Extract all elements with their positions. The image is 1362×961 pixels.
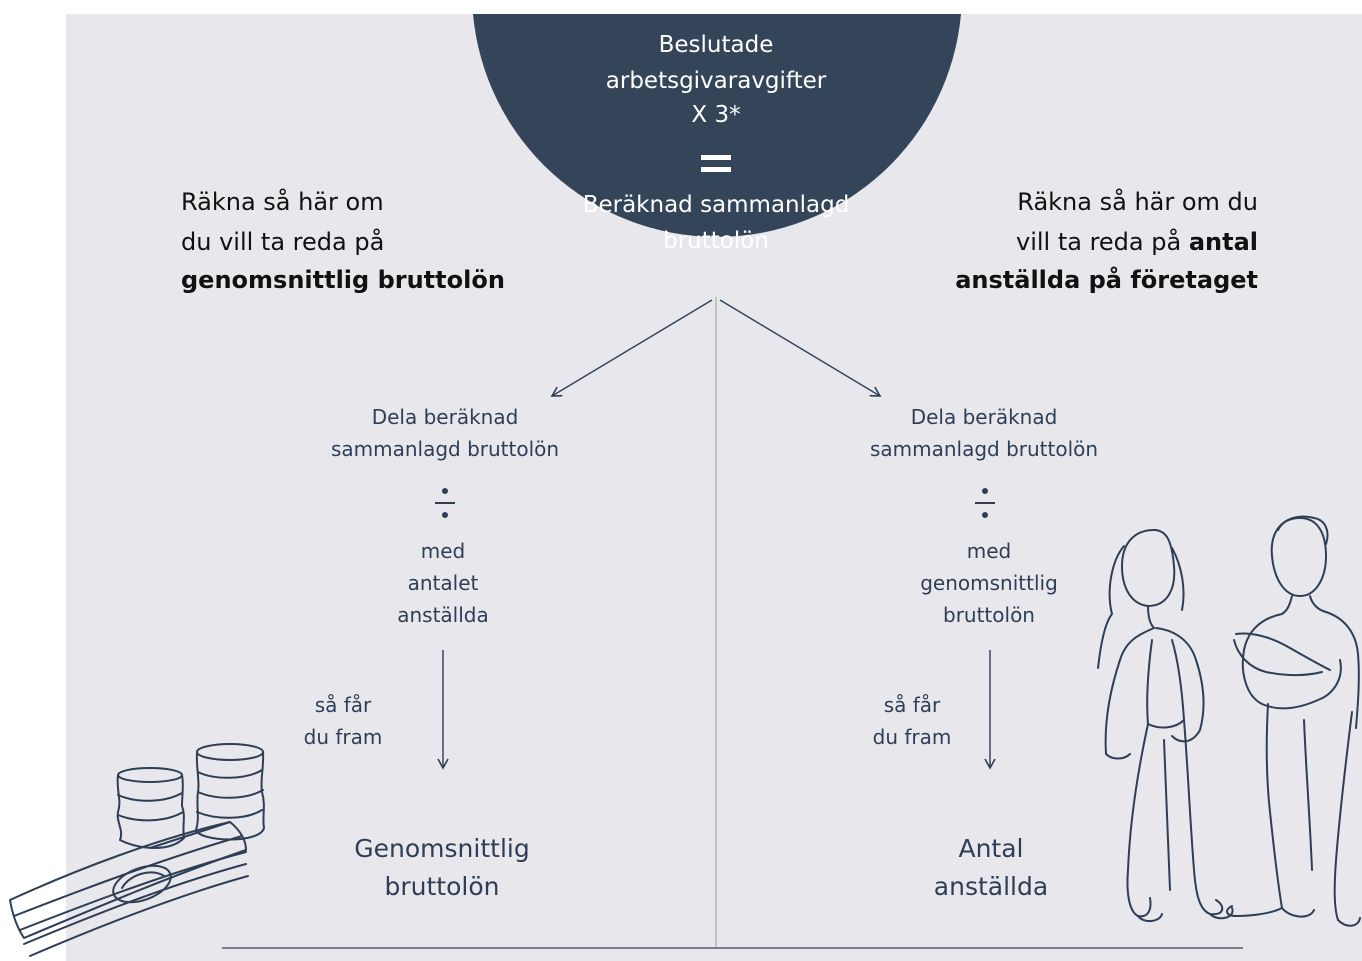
left-division-sign <box>435 488 455 518</box>
left-get-line-2: du fram <box>303 725 383 749</box>
right-heading-bold-text: anställda på företaget <box>955 266 1258 294</box>
right-with-line-3: bruttolön <box>943 603 1035 627</box>
left-divide-line-2: sammanlagd bruttolön <box>330 437 560 461</box>
right-heading-bold: anställda på företaget <box>900 264 1258 296</box>
circle-text-line-1: Beslutade <box>658 32 774 58</box>
left-with-line-3: anställda <box>397 603 489 627</box>
right-divide-line-2: sammanlagd bruttolön <box>869 437 1099 461</box>
left-branch-arrow <box>550 299 713 397</box>
coins-and-banknotes-illustration <box>9 743 265 957</box>
right-divide-line-1: Dela beräknad <box>910 405 1058 429</box>
left-heading-line-2: du vill ta reda på <box>181 228 385 256</box>
right-heading-line-2-plain: vill ta reda på <box>1015 228 1189 256</box>
left-heading-bold: genomsnittlig bruttolön <box>181 264 505 296</box>
circle-text-line-2: arbetsgivaravgifter <box>605 68 827 94</box>
circle-text-line-3: X 3* <box>691 102 741 128</box>
right-with-line-2: genomsnittlig <box>920 571 1058 595</box>
left-result-line-2: bruttolön <box>384 872 500 901</box>
right-heading-line-2: vill ta reda på antal <box>958 226 1258 258</box>
circle-text-line-4: Beräknad sammanlagd <box>582 192 850 218</box>
left-heading-line-1: Räkna så här om <box>181 188 384 216</box>
left-with-line-2: antalet <box>407 571 479 595</box>
circle-text-line-5: bruttolön <box>663 228 769 254</box>
right-get-line-1: så får <box>883 693 941 717</box>
left-get-line-1: så får <box>314 693 372 717</box>
right-with-line-1: med <box>966 539 1012 563</box>
right-branch-arrow <box>719 299 882 397</box>
central-circle <box>473 14 961 237</box>
right-get-line-2: du fram <box>872 725 952 749</box>
two-people-illustration <box>1097 515 1361 927</box>
left-divide-line-1: Dela beräknad <box>371 405 519 429</box>
right-result-line-2: anställda <box>933 872 1049 901</box>
left-result-line-1: Genomsnittlig <box>354 834 530 863</box>
right-heading-line-2-bold: antal <box>1188 228 1258 256</box>
equals-sign <box>701 155 731 175</box>
left-with-line-1: med <box>420 539 466 563</box>
right-result-line-1: Antal <box>958 834 1024 863</box>
right-division-sign <box>975 488 995 518</box>
left-heading-bold-text: genomsnittlig bruttolön <box>181 266 505 294</box>
right-heading-line-1: Räkna så här om du <box>1017 188 1258 216</box>
